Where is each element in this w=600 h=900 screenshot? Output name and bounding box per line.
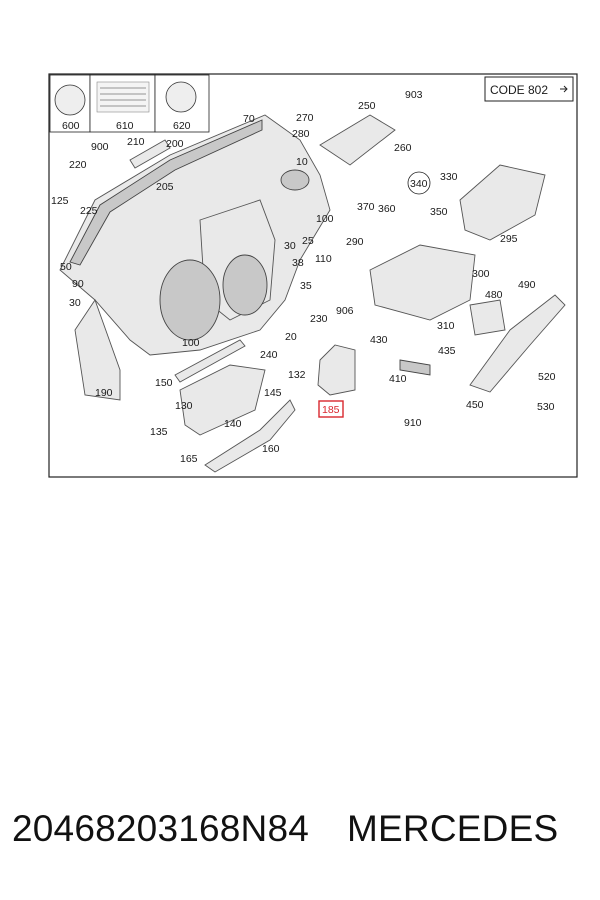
label-310: 310 xyxy=(437,320,455,332)
label-450: 450 xyxy=(466,399,484,411)
label-225: 225 xyxy=(80,205,98,217)
label-200: 200 xyxy=(166,138,184,150)
label-30b: 30 xyxy=(69,297,81,309)
label-135: 135 xyxy=(150,426,168,438)
label-610: 610 xyxy=(116,120,134,132)
label-330: 330 xyxy=(440,171,458,183)
label-30a: 30 xyxy=(284,240,296,252)
label-25: 25 xyxy=(302,235,314,247)
part-130 xyxy=(179,364,266,436)
part-190 xyxy=(74,299,121,401)
label-190: 190 xyxy=(95,387,113,399)
part-150 xyxy=(174,339,246,383)
code-box-text: CODE 802 xyxy=(490,83,548,97)
part-410 xyxy=(399,359,431,376)
label-290: 290 xyxy=(346,236,364,248)
label-530: 530 xyxy=(537,401,555,413)
part-450 xyxy=(469,294,566,393)
warning-sticker-icon xyxy=(54,84,86,116)
label-100a: 100 xyxy=(316,213,334,225)
caption: 20468203168N84 MERCEDES xyxy=(12,808,592,850)
brand-name: MERCEDES xyxy=(347,808,559,849)
part-250 xyxy=(319,114,396,166)
label-20: 20 xyxy=(285,331,297,343)
label-boxes xyxy=(49,74,210,133)
label-230: 230 xyxy=(310,313,328,325)
label-260: 260 xyxy=(394,142,412,154)
label-490: 490 xyxy=(518,279,536,291)
highlight-box xyxy=(318,400,344,418)
label-410: 410 xyxy=(389,373,407,385)
label-903: 903 xyxy=(405,89,423,101)
label-35: 35 xyxy=(300,280,312,292)
parts-diagram: CODE 802 60 xyxy=(48,73,578,478)
label-910: 910 xyxy=(404,417,422,429)
label-150: 150 xyxy=(155,377,173,389)
label-906: 906 xyxy=(336,305,354,317)
label-350: 350 xyxy=(430,206,448,218)
label-240: 240 xyxy=(260,349,278,361)
label-70: 70 xyxy=(243,113,255,125)
label-132: 132 xyxy=(288,369,306,381)
label-480: 480 xyxy=(485,289,503,301)
label-360: 360 xyxy=(378,203,396,215)
label-900: 900 xyxy=(91,141,109,153)
label-435: 435 xyxy=(438,345,456,357)
label-210: 210 xyxy=(127,136,145,148)
label-270: 270 xyxy=(296,112,314,124)
label-220: 220 xyxy=(69,159,87,171)
label-125: 125 xyxy=(51,195,69,207)
dashboard-carrier xyxy=(59,114,331,356)
part-160 xyxy=(204,399,296,473)
part-480 xyxy=(469,299,506,336)
label-145: 145 xyxy=(264,387,282,399)
label-50: 50 xyxy=(60,261,72,273)
label-340: 340 xyxy=(410,178,428,190)
label-160: 160 xyxy=(262,443,280,455)
label-110: 110 xyxy=(315,253,332,265)
label-600: 600 xyxy=(62,120,80,132)
label-620: 620 xyxy=(173,120,191,132)
label-520: 520 xyxy=(538,371,556,383)
label-370: 370 xyxy=(357,201,375,213)
label-205: 205 xyxy=(156,181,174,193)
part-185 xyxy=(317,344,356,396)
label-295: 295 xyxy=(500,233,518,245)
part-300 xyxy=(369,244,476,321)
part-labels: 600 610 620 70 270 280 250 903 260 900 2… xyxy=(51,89,556,465)
label-130: 130 xyxy=(175,400,193,412)
part-295 xyxy=(459,164,546,241)
label-300: 300 xyxy=(472,268,490,280)
info-sticker-icon xyxy=(96,81,150,113)
label-10: 10 xyxy=(296,156,308,168)
label-140: 140 xyxy=(224,418,242,430)
label-38: 38 xyxy=(292,257,304,269)
label-250: 250 xyxy=(358,100,376,112)
label-280: 280 xyxy=(292,128,310,140)
part-200 xyxy=(129,139,171,169)
label-90: 90 xyxy=(72,278,84,290)
code-box: CODE 802 xyxy=(484,76,574,102)
label-185: 185 xyxy=(322,404,340,416)
label-100b: 100 xyxy=(182,337,200,349)
airbag-sticker-icon xyxy=(165,81,197,113)
label-165: 165 xyxy=(180,453,198,465)
callout-circle-340 xyxy=(407,171,431,195)
part-number: 20468203168N84 xyxy=(12,808,310,849)
label-430: 430 xyxy=(370,334,388,346)
